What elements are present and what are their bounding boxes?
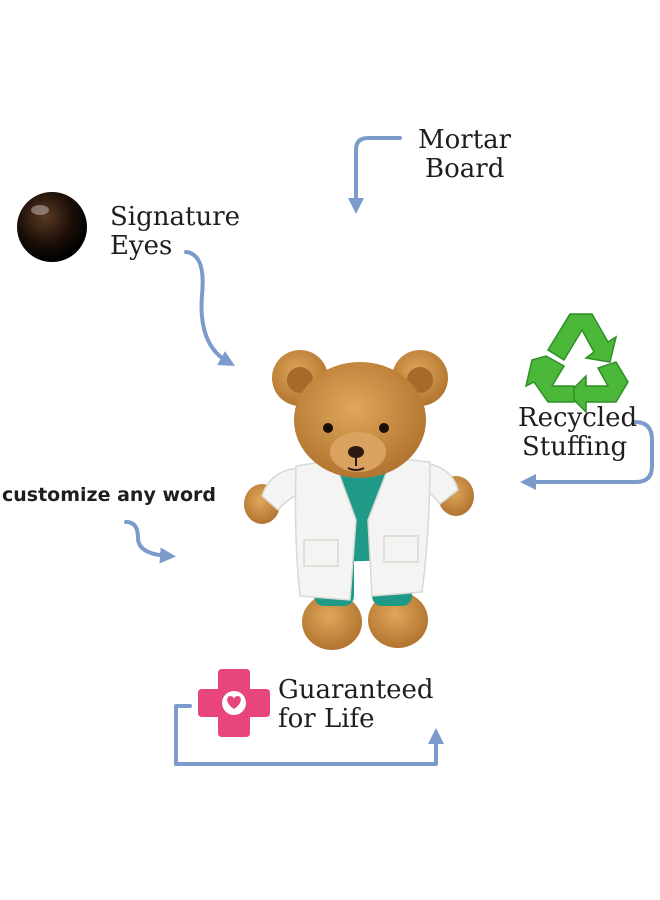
guaranteed-label: Guaranteed for Life [278,676,434,734]
signature-eyes-line1: Signature [110,202,241,232]
guaranteed-line1: Guaranteed [278,675,434,705]
recycled-stuffing-line1: Recycled [518,403,638,433]
mortar-board-label: Mortar Board [418,126,511,184]
guaranteed-arrow [174,704,444,766]
heart-cross-icon [198,669,270,737]
recycle-icon [524,313,629,414]
guaranteed-line2: for Life [278,704,375,734]
recycled-stuffing-line2: Stuffing [522,432,628,462]
customize-label: customize any word [2,484,216,506]
mortar-board-line1: Mortar [418,125,512,155]
mortar-board-arrow [348,136,402,214]
customize-text: customize any word [2,484,217,506]
bear-nose [348,446,364,458]
signature-eyes-arrow [184,250,235,366]
recycled-stuffing-label: Recycled Stuffing [518,404,637,462]
bear-left-foot [302,594,362,650]
teddy-bear-doctor [244,350,474,650]
bear-right-eye [379,423,389,433]
bear-head [294,362,426,478]
signature-eyes-label: Signature Eyes [110,203,240,261]
eye-bead-icon [17,192,87,262]
customize-arrow [124,520,176,564]
signature-eyes-line2: Eyes [110,231,173,261]
lab-coat-left [294,459,357,601]
recycled-stuffing-arrow [520,420,654,490]
bear-left-eye [323,423,333,433]
mortar-board-line2: Board [425,154,505,184]
